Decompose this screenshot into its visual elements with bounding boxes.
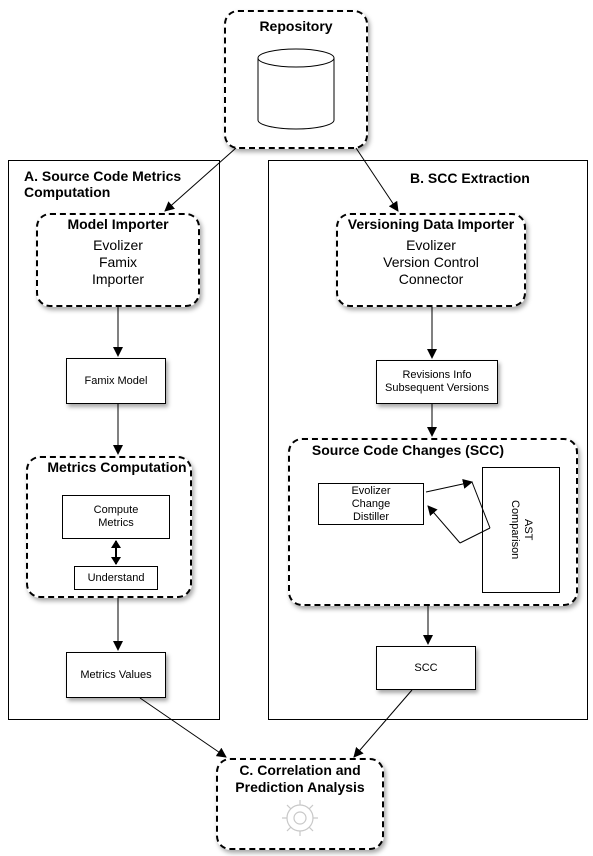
panel-a-title-line-2: Computation	[24, 184, 111, 200]
versioning-importer-box	[336, 213, 526, 307]
ast-line-2: Comparison	[509, 500, 521, 560]
repository-cylinder-line-2: GIT	[287, 95, 307, 107]
model-importer-title: Model Importer	[67, 216, 169, 232]
revisions-line-2: Subsequent Versions	[385, 382, 489, 394]
model-importer-body: Evolizer Famix Importer	[36, 237, 200, 288]
ast-comparison-label: AST Comparison	[482, 467, 560, 593]
metrics-computation-title: Metrics Computation	[47, 459, 187, 475]
correlation-line-2: Prediction Analysis	[235, 779, 365, 795]
scc-group-title: Source Code Changes (SCC)	[311, 442, 505, 458]
panel-b-title: B. SCC Extraction	[410, 170, 530, 186]
famix-model-box: Famix Model	[66, 358, 166, 404]
revisions-line-1: Revisions Info	[402, 369, 472, 381]
correlation-title: C. Correlation and Prediction Analysis	[216, 762, 384, 796]
distiller-line-2: Change	[351, 497, 391, 510]
versioning-importer-body: Evolizer Version Control Connector	[336, 237, 526, 288]
versioning-line-3: Connector	[398, 271, 464, 287]
scc-box: SCC	[376, 646, 476, 690]
compute-metrics-box: Compute Metrics	[62, 495, 170, 539]
panel-a-title: A. Source Code Metrics Computation	[24, 168, 214, 200]
model-importer-line-2: Famix	[98, 254, 138, 270]
versioning-importer-title: Versioning Data Importer	[347, 216, 515, 232]
compute-metrics-line-2: Metrics	[98, 517, 134, 529]
change-distiller-box: Evolizer Change Distiller	[318, 483, 424, 525]
distiller-line-3: Distiller	[352, 510, 390, 523]
revisions-info-box: Revisions Info Subsequent Versions	[376, 360, 498, 404]
distiller-line-1: Evolizer	[351, 484, 391, 497]
versioning-line-2: Version Control	[383, 254, 479, 270]
correlation-line-1: C. Correlation and	[239, 762, 361, 778]
ast-comparison-box	[482, 467, 560, 593]
compute-metrics-line-1: Compute	[93, 504, 139, 516]
ast-line-1: AST	[522, 519, 534, 541]
model-importer-box	[36, 213, 200, 307]
repository-cylinder-line-1: CVS, SVN,	[269, 82, 325, 94]
understand-box: Understand	[74, 566, 158, 590]
repository-cylinder-label: CVS, SVN, GIT	[256, 78, 338, 112]
metrics-values-box: Metrics Values	[66, 652, 166, 698]
versioning-line-1: Evolizer	[406, 237, 456, 253]
repository-title: Repository	[259, 18, 333, 34]
model-importer-line-1: Evolizer	[93, 237, 143, 253]
model-importer-line-3: Importer	[91, 271, 145, 287]
panel-a-title-line-1: A. Source Code Metrics	[24, 168, 182, 184]
